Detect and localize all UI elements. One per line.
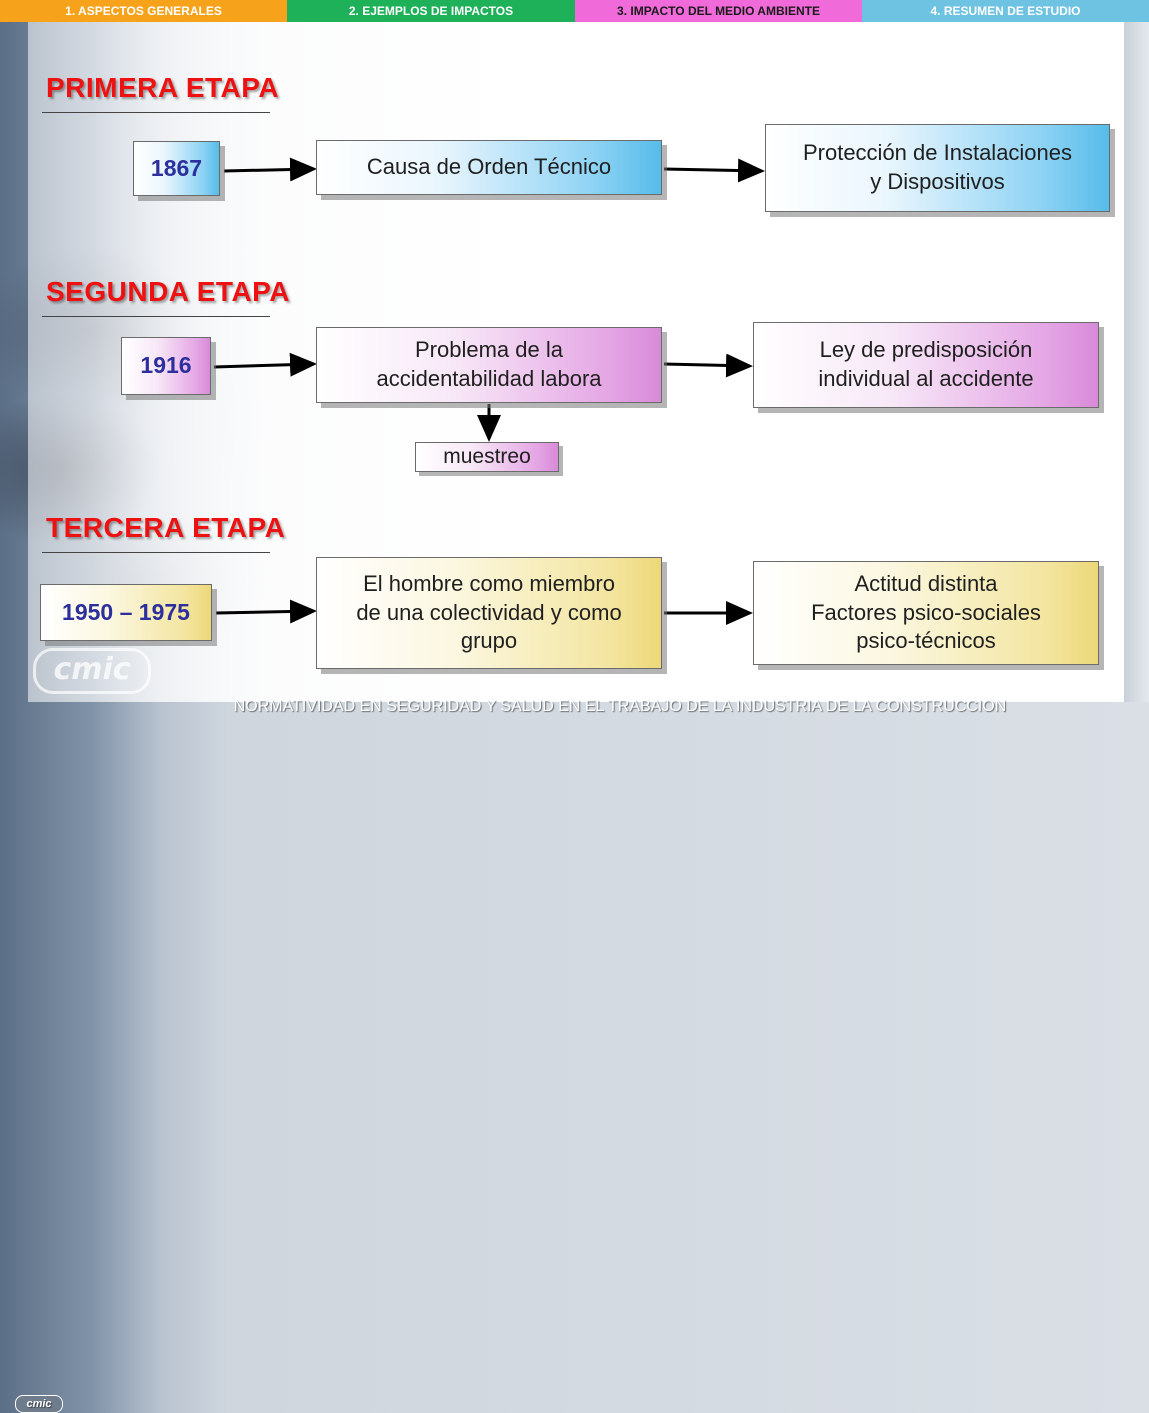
stage-title-tercera: TERCERA ETAPA <box>46 512 286 543</box>
stage-title-segunda: SEGUNDA ETAPA <box>46 276 290 307</box>
flow-arrows <box>213 157 765 625</box>
tab-aspectos-generales[interactable]: 1. ASPECTOS GENERALES <box>0 0 287 22</box>
arrow-cause-to-result-1 <box>663 158 765 183</box>
cmic-logo-watermark: cmic <box>33 648 151 694</box>
stage-underline <box>42 112 270 113</box>
tab-resumen-de-estudio[interactable]: 4. RESUMEN DE ESTUDIO <box>862 0 1149 22</box>
cmic-logo: cmic <box>15 1395 63 1413</box>
cause-box-second: Problema de la accidentabilidad labora <box>316 327 662 403</box>
year-box-1950-1975: 1950 – 1975 <box>40 584 212 641</box>
cause-box-third: El hombre como miembro de una colectivid… <box>316 557 662 669</box>
year-box-1916: 1916 <box>121 337 211 395</box>
year-box-1867: 1867 <box>133 141 220 196</box>
tab-ejemplos-de-impactos[interactable]: 2. EJEMPLOS DE IMPACTOS <box>287 0 575 22</box>
arrow-cause-to-result-2 <box>663 353 753 378</box>
stage-underline <box>42 552 270 553</box>
stage-underline <box>42 316 270 317</box>
arrow-1867-to-cause <box>223 157 317 182</box>
tab-impacto-medio-ambiente[interactable]: 3. IMPACTO DEL MEDIO AMBIENTE <box>575 0 862 22</box>
result-box-second: Ley de predisposición individual al acci… <box>753 322 1099 408</box>
footer-text: NORMATIVIDAD EN SEGURIDAD Y SALUD EN EL … <box>233 698 1007 715</box>
branch-box-muestreo: muestreo <box>415 442 559 472</box>
arrow-1916-to-cause <box>213 352 317 377</box>
result-box-third: Actitud distinta Factores psico-sociales… <box>753 561 1099 665</box>
section-tabs: 1. ASPECTOS GENERALES 2. EJEMPLOS DE IMP… <box>0 0 1149 22</box>
stage-title-primera: PRIMERA ETAPA <box>46 72 280 103</box>
footer-bar: cmic NORMATIVIDAD EN SEGURIDAD Y SALUD E… <box>0 696 1149 1413</box>
result-box-first: Protección de Instalaciones y Dispositiv… <box>765 124 1110 212</box>
cause-box-first: Causa de Orden Técnico <box>316 140 662 195</box>
right-border <box>1124 22 1149 702</box>
arrow-1950-to-cause <box>215 599 317 624</box>
